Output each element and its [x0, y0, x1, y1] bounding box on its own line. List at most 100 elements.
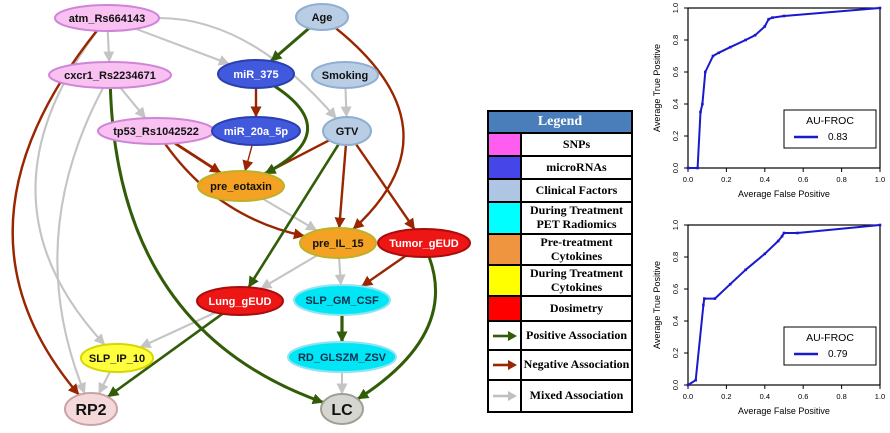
- y-axis-label: Average True Positive: [652, 44, 662, 132]
- y-tick-label: 0.2: [671, 131, 680, 141]
- roc-chart-1: 0.00.00.20.20.40.40.60.60.80.81.01.0Aver…: [648, 0, 890, 216]
- x-axis-label: Average False Positive: [738, 189, 830, 199]
- node-preil15: pre_IL_15: [299, 227, 377, 259]
- node-lunggeud: Lung_gEUD: [196, 286, 284, 316]
- legend-color-swatch: [489, 134, 522, 155]
- association-network-diagram: atm_Rs664143 Age cxcr1_Rs2234671 miR_375 Smo…: [11, 3, 471, 426]
- edge-age-mir375-pos: [269, 27, 310, 63]
- legend-color-swatch: [489, 203, 522, 233]
- legend-color-swatch: [489, 235, 522, 264]
- x-axis-label: Average False Positive: [738, 406, 830, 416]
- node-tp53: tp53_Rs1042522: [97, 117, 215, 145]
- y-tick-label: 0.0: [671, 163, 680, 173]
- legend-row-8: Negative Association: [489, 351, 631, 381]
- legend-row-label: microRNAs: [546, 159, 607, 174]
- node-label-atm: atm_Rs664143: [69, 13, 145, 25]
- y-tick-label: 0.8: [671, 35, 680, 45]
- node-label-rp2: RP2: [75, 402, 106, 419]
- x-tick-label: 1.0: [875, 392, 885, 401]
- node-mir375: miR_375: [217, 59, 295, 89]
- node-atm: atm_Rs664143: [54, 4, 160, 32]
- x-tick-label: 0.0: [683, 392, 693, 401]
- node-label-tumorgeud: Tumor_gEUD: [389, 238, 459, 250]
- x-tick-label: 1.0: [875, 175, 885, 184]
- edge-gtv-preil15-neg: [334, 144, 348, 229]
- legend-color-swatch: [489, 266, 522, 295]
- node-label-slpgmcsf: SLP_GM_CSF: [305, 295, 379, 307]
- edge-lunggeud-rp2-pos: [107, 312, 224, 398]
- y-tick-label: 1.0: [671, 220, 680, 230]
- legend-color-swatch: [489, 297, 522, 320]
- node-slpip10: SLP_IP_10: [80, 343, 154, 373]
- node-label-preeotaxin: pre_eotaxin: [210, 181, 272, 193]
- edge-mir375-preeotaxin-pos: [264, 84, 310, 175]
- edge-atm-rp2-neg: [11, 29, 98, 396]
- node-label-rdglszm: RD_GLSZM_ZSV: [298, 352, 387, 364]
- edge-lunggeud-slpip10-mix: [139, 311, 216, 349]
- edge-cxcr1-rp2-mix: [56, 87, 105, 394]
- node-age: Age: [295, 3, 349, 31]
- node-label-gtv: GTV: [336, 126, 359, 138]
- edge-gtv-lunggeud-pos: [247, 143, 340, 288]
- legend-arrow-icon: [489, 351, 522, 379]
- edge-mir20a-preeotaxin-neg: [242, 144, 254, 172]
- legend-box-value: 0.79: [828, 349, 848, 360]
- x-tick-label: 0.4: [760, 392, 770, 401]
- legend-row-0: SNPs: [489, 134, 631, 157]
- y-tick-label: 0.8: [671, 252, 680, 262]
- node-label-mir20a: miR_20a_5p: [224, 126, 288, 138]
- legend-row-7: Positive Association: [489, 322, 631, 351]
- edge-age-preil15-neg: [334, 27, 405, 231]
- legend-row-label: Dosimetry: [549, 300, 604, 315]
- edge-slpip10-rp2-mix: [97, 371, 111, 395]
- legend-arrow-icon: [489, 322, 522, 349]
- edge-preil15-lunggeud-mix: [260, 254, 318, 290]
- chart-legend-box: AU-FROC 0.79: [783, 326, 877, 366]
- node-label-mir375: miR_375: [233, 69, 278, 81]
- legend-row-label: Clinical Factors: [535, 182, 618, 197]
- node-slpgmcsf: SLP_GM_CSF: [293, 284, 391, 316]
- edge-atm-cxcr1-mix: [103, 30, 115, 63]
- edge-tumorgeud-lc-pos: [356, 256, 438, 401]
- legend-box-value: 0.83: [828, 132, 848, 143]
- y-tick-label: 0.6: [671, 67, 680, 77]
- legend-row-9: Mixed Association: [489, 381, 631, 411]
- node-label-preil15: pre_IL_15: [312, 238, 363, 250]
- x-tick-label: 0.8: [836, 392, 846, 401]
- edge-atm-gtv-mix: [158, 16, 338, 120]
- x-tick-label: 0.8: [836, 175, 846, 184]
- node-label-lc: LC: [331, 402, 353, 419]
- node-rdglszm: RD_GLSZM_ZSV: [287, 341, 397, 373]
- edge-preeotaxin-preil15-mix: [262, 197, 318, 232]
- legend-row-1: microRNAs: [489, 157, 631, 180]
- node-preeotaxin: pre_eotaxin: [197, 170, 285, 202]
- legend-box-title: AU-FROC: [806, 332, 854, 344]
- node-label-lunggeud: Lung_gEUD: [209, 296, 272, 308]
- node-label-age: Age: [312, 12, 333, 24]
- legend-row-label: SNPs: [562, 136, 591, 151]
- edge-preil15-slpgmcsf-mix: [334, 257, 346, 286]
- node-label-smoking: Smoking: [322, 70, 368, 82]
- x-tick-label: 0.6: [798, 392, 808, 401]
- node-mir20a: miR_20a_5p: [211, 116, 301, 146]
- node-cxcr1: cxcr1_Rs2234671: [48, 61, 172, 89]
- chart-legend-box: AU-FROC 0.83: [783, 109, 877, 149]
- legend-title: Legend: [489, 112, 631, 134]
- edge-gtv-tumorgeud-neg: [354, 143, 416, 230]
- node-label-slpip10: SLP_IP_10: [89, 353, 145, 365]
- node-gtv: GTV: [322, 116, 372, 146]
- edge-tp53-preeotaxin-neg: [174, 142, 222, 174]
- node-tumorgeud: Tumor_gEUD: [377, 228, 471, 258]
- legend-row-label: Positive Association: [526, 327, 627, 342]
- x-tick-label: 0.2: [721, 392, 731, 401]
- x-tick-label: 0.2: [721, 175, 731, 184]
- legend-color-swatch: [489, 157, 522, 178]
- edge-smoking-gtv-mix: [340, 87, 352, 118]
- legend-box-title: AU-FROC: [806, 115, 854, 127]
